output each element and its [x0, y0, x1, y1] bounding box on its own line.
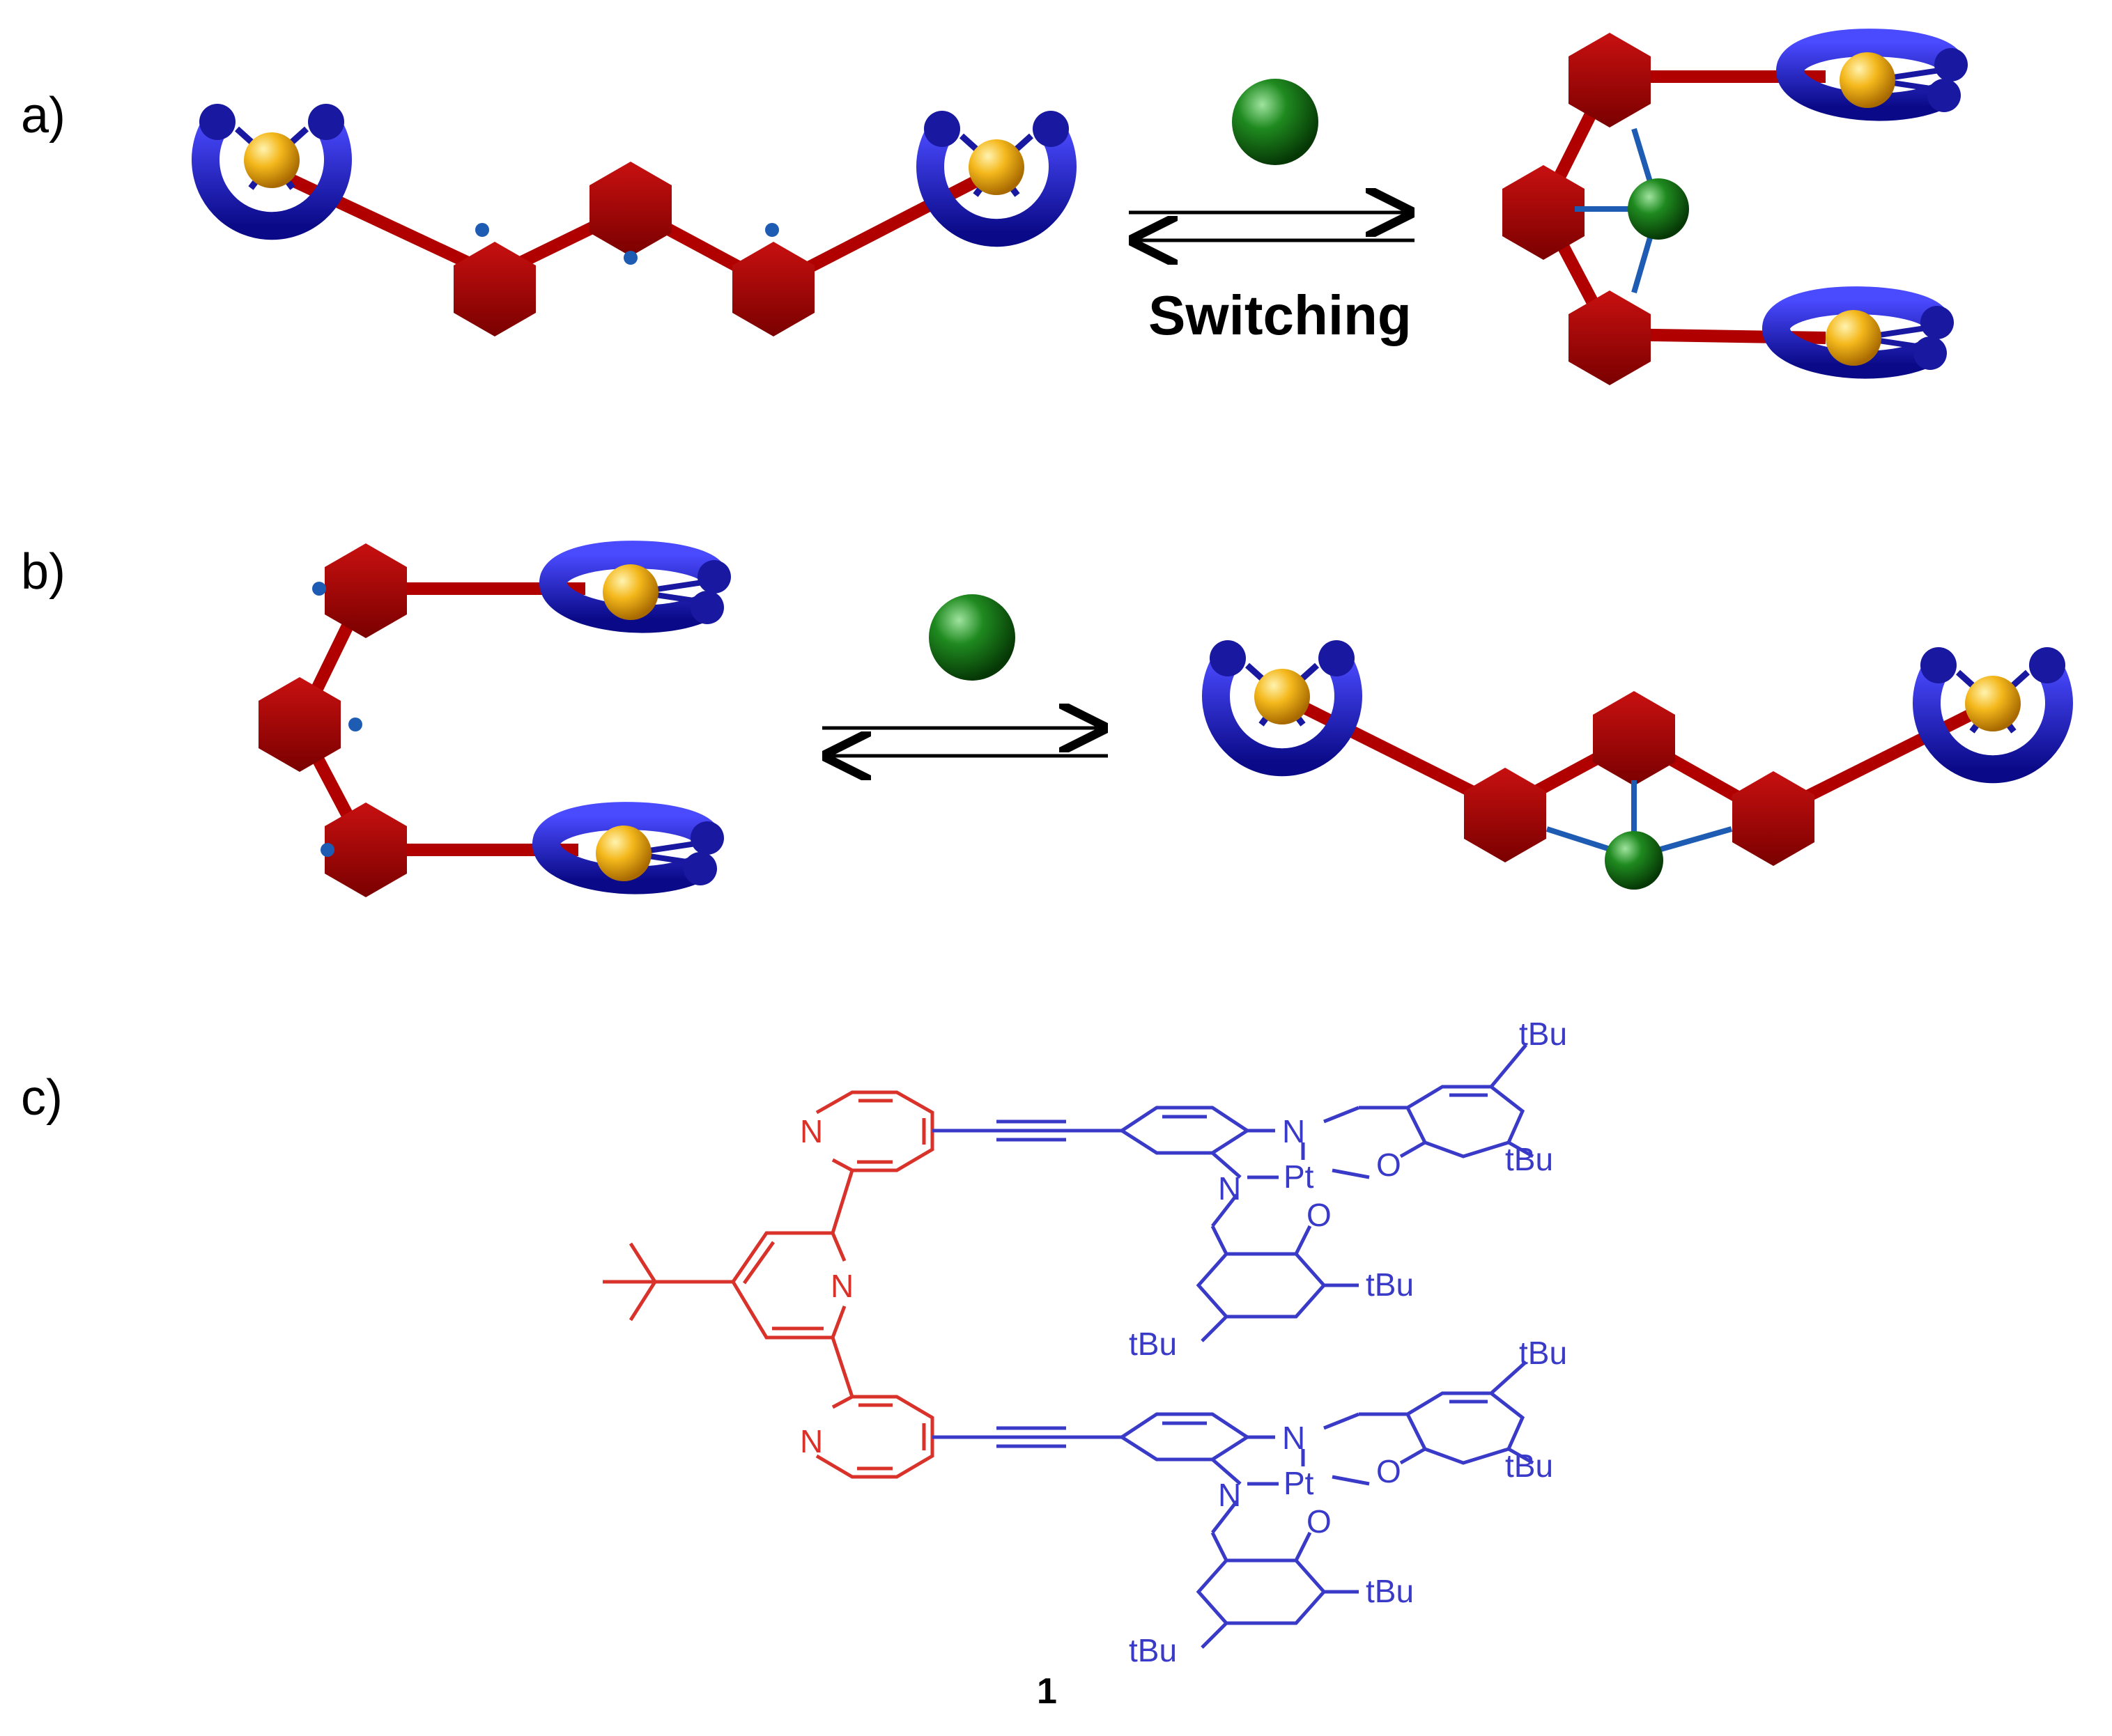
panel-a-open-conformer	[199, 104, 1069, 336]
tbu-8: tBu	[1129, 1632, 1177, 1668]
platinum-1: Pt	[1284, 1158, 1314, 1195]
imine-n-4: N	[1218, 1477, 1241, 1513]
imine-n-1: N	[1282, 1113, 1305, 1149]
pyridine-n-bottom: N	[800, 1423, 823, 1459]
panel-label-b: b)	[21, 544, 65, 600]
imine-n-3: N	[1282, 1420, 1305, 1456]
panel-a-guest-ion	[1232, 79, 1318, 165]
tbu-1: tBu	[1519, 1016, 1567, 1052]
panel-label-c: c)	[21, 1070, 63, 1126]
tbu-4: tBu	[1129, 1326, 1177, 1362]
panel-b-guest-ion	[929, 594, 1015, 681]
tbu-5: tBu	[1519, 1335, 1567, 1371]
panel-label-a: a)	[21, 88, 65, 144]
oxygen-1: O	[1376, 1147, 1401, 1183]
panel-b-closed-conformer	[259, 543, 731, 897]
panel-a-closed-conformer	[1502, 33, 1968, 385]
tbu-3: tBu	[1366, 1266, 1414, 1303]
oxygen-4: O	[1306, 1503, 1332, 1540]
panel-a-equilibrium-arrows	[1129, 212, 1415, 240]
tbu-6: tBu	[1505, 1448, 1553, 1484]
oxygen-3: O	[1376, 1453, 1401, 1489]
tbu-2: tBu	[1505, 1141, 1553, 1177]
panel-b-open-conformer	[1210, 640, 2065, 890]
platinum-2: Pt	[1284, 1465, 1314, 1501]
switching-label: Switching	[1148, 284, 1412, 346]
imine-n-2: N	[1218, 1170, 1241, 1207]
salphen-unit-top	[932, 1044, 1534, 1342]
terpyridine-unit	[603, 1090, 934, 1479]
compound-number: 1	[1037, 1671, 1057, 1712]
salphen-unit-bottom	[932, 1361, 1534, 1649]
panel-b-equilibrium-arrows	[822, 728, 1108, 756]
oxygen-2: O	[1306, 1197, 1332, 1233]
tbu-7: tBu	[1366, 1573, 1414, 1609]
pyridine-n-top: N	[800, 1113, 823, 1149]
compound-structure: N N N	[603, 1016, 1567, 1668]
pyridine-n-center: N	[831, 1268, 854, 1304]
